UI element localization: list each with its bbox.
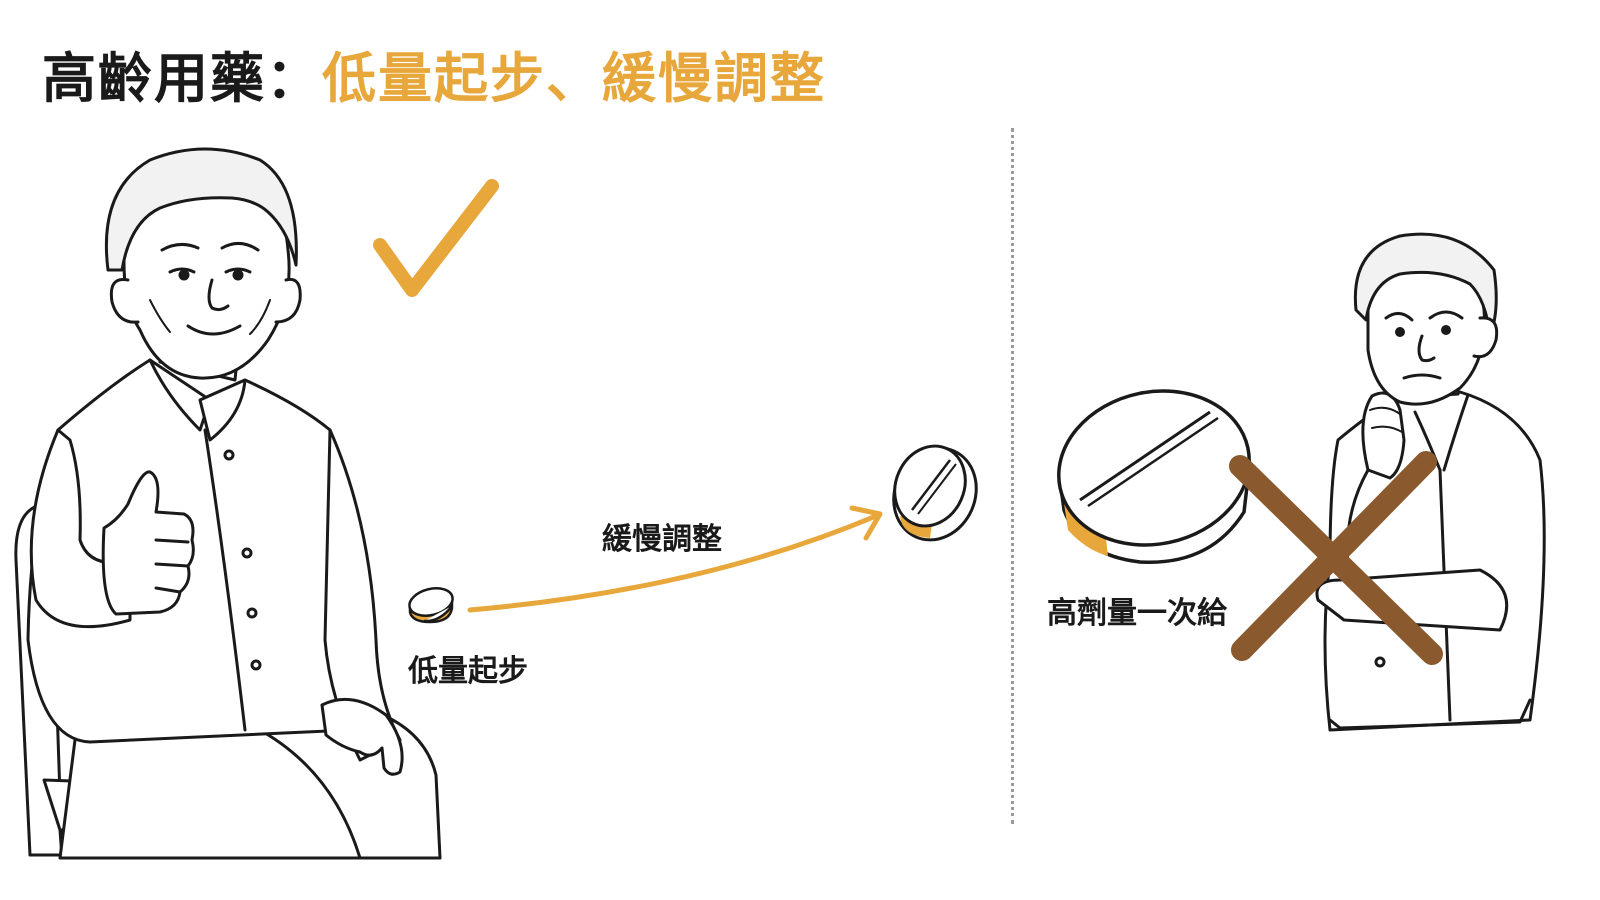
medium-pill [892, 444, 978, 542]
check-mark-icon [373, 179, 499, 297]
low-start-label: 低量起步 [408, 654, 528, 689]
large-pill [1057, 389, 1251, 565]
resting-hand [320, 697, 404, 776]
slow-adjust-label: 緩慢調整 [602, 522, 722, 557]
arrow-icon [467, 505, 883, 613]
small-pill [408, 587, 454, 624]
section-divider [1011, 128, 1014, 824]
title-accent: 低量起步、緩慢調整 [322, 47, 826, 110]
hair [104, 147, 298, 272]
page-title: 高齡用藥：低量起步、緩慢調整 [42, 34, 826, 113]
cardigan [1323, 390, 1546, 732]
worried-elderly-man [1315, 232, 1546, 732]
title-main: 高齡用藥： [42, 47, 322, 110]
happy-elderly-man [14, 147, 442, 860]
cross-mark-icon [1229, 451, 1443, 665]
high-dose-label: 高劑量一次給 [1047, 596, 1227, 631]
thumbs-up-hand [101, 470, 195, 616]
hand-at-chin [1361, 391, 1406, 480]
